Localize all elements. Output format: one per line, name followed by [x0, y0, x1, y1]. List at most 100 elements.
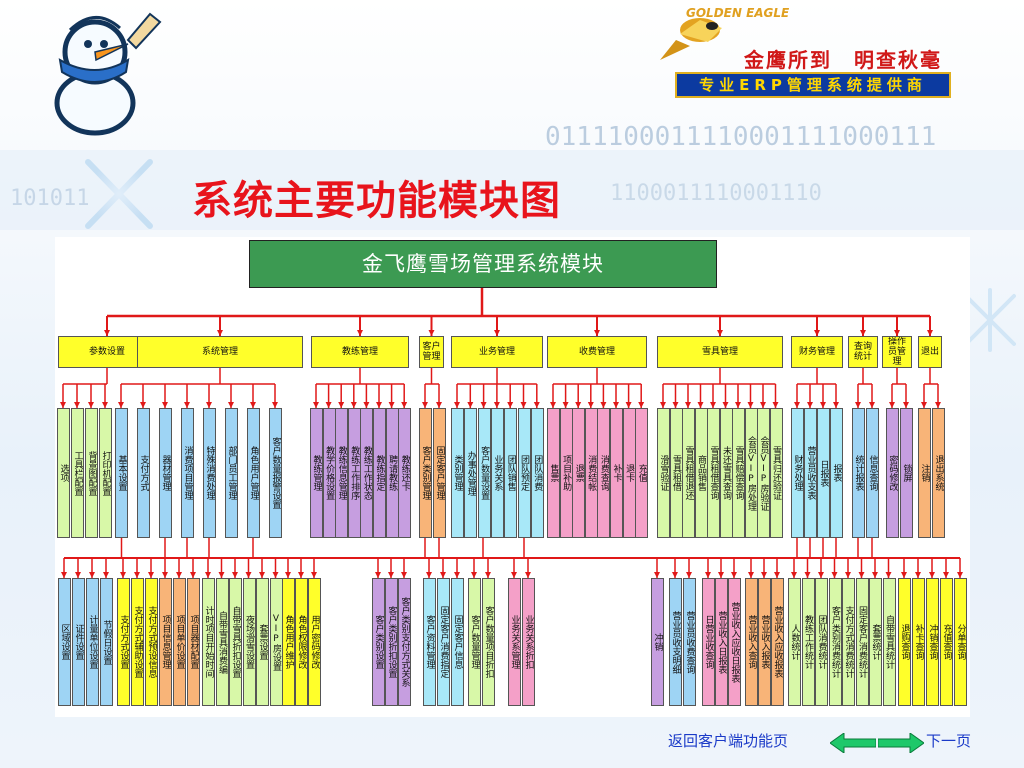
detail-box-5-1: 客户类别折扣设置 — [385, 578, 398, 706]
detail-box-1-0: 支付方式设置 — [117, 578, 130, 706]
submodule-box-6-1: 雪具租借 — [669, 408, 683, 538]
module-box-7: 财务管理 — [791, 336, 843, 368]
arrowhead-icon — [672, 572, 678, 578]
detail-box-14-3: 充值查询 — [940, 578, 953, 706]
arrowhead-icon — [710, 402, 716, 408]
detail-box-11-0: 日营业收查询 — [702, 578, 715, 706]
eagle-brand-text: GOLDEN EAGLE — [686, 6, 790, 20]
submodule-box-5-7: 充值 — [635, 408, 649, 538]
arrowhead-icon — [831, 572, 838, 578]
arrowhead-icon — [388, 572, 394, 578]
arrowhead-icon — [901, 572, 907, 578]
arrowhead-icon — [104, 330, 110, 336]
submodule-box-8-0: 统计报表 — [852, 408, 865, 538]
arrowhead-icon — [760, 402, 766, 408]
arrowhead-icon — [860, 330, 866, 336]
arrowhead-icon — [140, 402, 146, 408]
back-to-client-link[interactable]: 返回客户端功能页 — [668, 732, 789, 750]
arrowhead-icon — [245, 572, 252, 578]
arrowhead-icon — [807, 402, 813, 408]
arrowhead-icon — [957, 572, 963, 578]
arrowhead-icon — [350, 402, 357, 408]
detail-box-13-7: 自带雪具统计 — [882, 578, 896, 706]
submodule-box-6-0: 滑雪验证 — [657, 408, 670, 538]
arrowhead-icon — [218, 572, 225, 578]
arrowhead-icon — [869, 402, 875, 408]
submodule-box-4-2: 客户数量设置 — [477, 408, 491, 538]
arrowhead-icon — [206, 402, 212, 408]
submodule-box-0-1: 工具栏配置 — [71, 408, 84, 538]
submodule-box-2-6: 聘请教练 — [385, 408, 399, 538]
submodule-box-5-6: 退卡 — [622, 408, 636, 538]
detail-box-4-0: 角色用户维护 — [282, 578, 295, 706]
module-box-1: 系统管理 — [137, 336, 303, 368]
detail-box-13-4: 支付方式消费统计 — [842, 578, 855, 706]
submodule-box-7-3: 报表 — [830, 408, 843, 538]
detail-box-3-0: 计时项目开始时间 — [202, 578, 215, 706]
submodule-box-7-1: 营业员收支表 — [804, 408, 817, 538]
submodule-box-4-6: 团队消费 — [530, 408, 544, 538]
arrowhead-icon — [89, 572, 95, 578]
arrowhead-icon — [889, 402, 895, 408]
next-page-link[interactable]: 下一页 — [926, 732, 972, 750]
arrowhead-icon — [103, 572, 109, 578]
module-box-9: 操作员管理 — [882, 336, 912, 368]
arrowhead-icon — [454, 402, 460, 408]
submodule-box-1-0: 基本设置 — [115, 408, 128, 538]
arrowhead-icon — [272, 572, 279, 578]
detail-box-13-6: 套票统计 — [869, 578, 882, 706]
arrowhead-icon — [927, 330, 933, 336]
submodule-box-0-3: 打印机配置 — [99, 408, 112, 538]
submodule-box-10-0: 注销 — [918, 408, 931, 538]
arrowhead-icon — [717, 330, 723, 336]
submodule-box-2-0: 教练管理 — [310, 408, 323, 538]
arrowhead-icon — [426, 572, 432, 578]
arrowhead-icon — [748, 572, 754, 578]
arrowhead-icon — [587, 402, 594, 408]
back-arrow-icon[interactable] — [830, 733, 876, 753]
arrowhead-icon — [705, 572, 711, 578]
arrowhead-icon — [120, 572, 126, 578]
arrowhead-icon — [654, 572, 660, 578]
arrowhead-icon — [440, 572, 446, 578]
arrowhead-icon — [718, 572, 724, 578]
module-box-8: 查询统计 — [848, 336, 878, 368]
submodule-box-2-3: 教练工作排序 — [347, 408, 361, 538]
submodule-box-4-4: 团队销售 — [504, 408, 518, 538]
detail-box-4-1: 角色权限修改 — [295, 578, 308, 706]
submodule-box-7-2: 日报表 — [817, 408, 830, 538]
arrowhead-icon — [454, 572, 460, 578]
root-module: 金飞鹰雪场管理系统模块 — [249, 240, 717, 288]
detail-box-13-1: 教练工作统计 — [801, 578, 815, 706]
submodule-box-2-5: 教练指定 — [373, 408, 386, 538]
detail-box-14-4: 分单查询 — [954, 578, 967, 706]
arrowhead-icon — [686, 572, 692, 578]
submodule-box-8-1: 信息查询 — [866, 408, 879, 538]
submodule-box-1-4: 特殊消费处理 — [203, 408, 216, 538]
next-arrow-icon[interactable] — [878, 733, 924, 753]
detail-box-6-2: 固定客户信息 — [451, 578, 464, 706]
submodule-box-6-5: 未还雪具查询 — [719, 408, 733, 538]
submodule-box-5-4: 消费查询 — [597, 408, 611, 538]
detail-box-1-2: 支付方式预设信息 — [145, 578, 158, 706]
detail-box-3-2: 自带雪具折扣设置 — [229, 578, 242, 706]
submodule-box-10-1: 退出系统 — [932, 408, 945, 538]
arrowhead-icon — [162, 572, 168, 578]
submodule-box-5-0: 售票 — [547, 408, 560, 538]
arrowhead-icon — [467, 402, 474, 408]
arrowhead-icon — [804, 572, 811, 578]
submodule-box-2-2: 教练信息管理 — [335, 408, 349, 538]
submodule-box-0-2: 背景图配置 — [85, 408, 98, 538]
arrowhead-icon — [885, 572, 892, 578]
detail-box-13-3: 客户类别消费统计 — [828, 578, 842, 706]
submodule-box-1-6: 角色用户管理 — [247, 408, 260, 538]
submodule-box-5-5: 补卡 — [610, 408, 623, 538]
arrowhead-icon — [205, 572, 211, 578]
arrowhead-icon — [575, 402, 582, 408]
detail-box-0-3: 节假日设置 — [100, 578, 113, 706]
arrowhead-icon — [672, 402, 679, 408]
submodule-box-6-6: 雪具赔偿查询 — [732, 408, 745, 538]
submodule-box-4-0: 类别管理 — [451, 408, 464, 538]
submodule-box-9-1: 锁屏 — [900, 408, 913, 538]
